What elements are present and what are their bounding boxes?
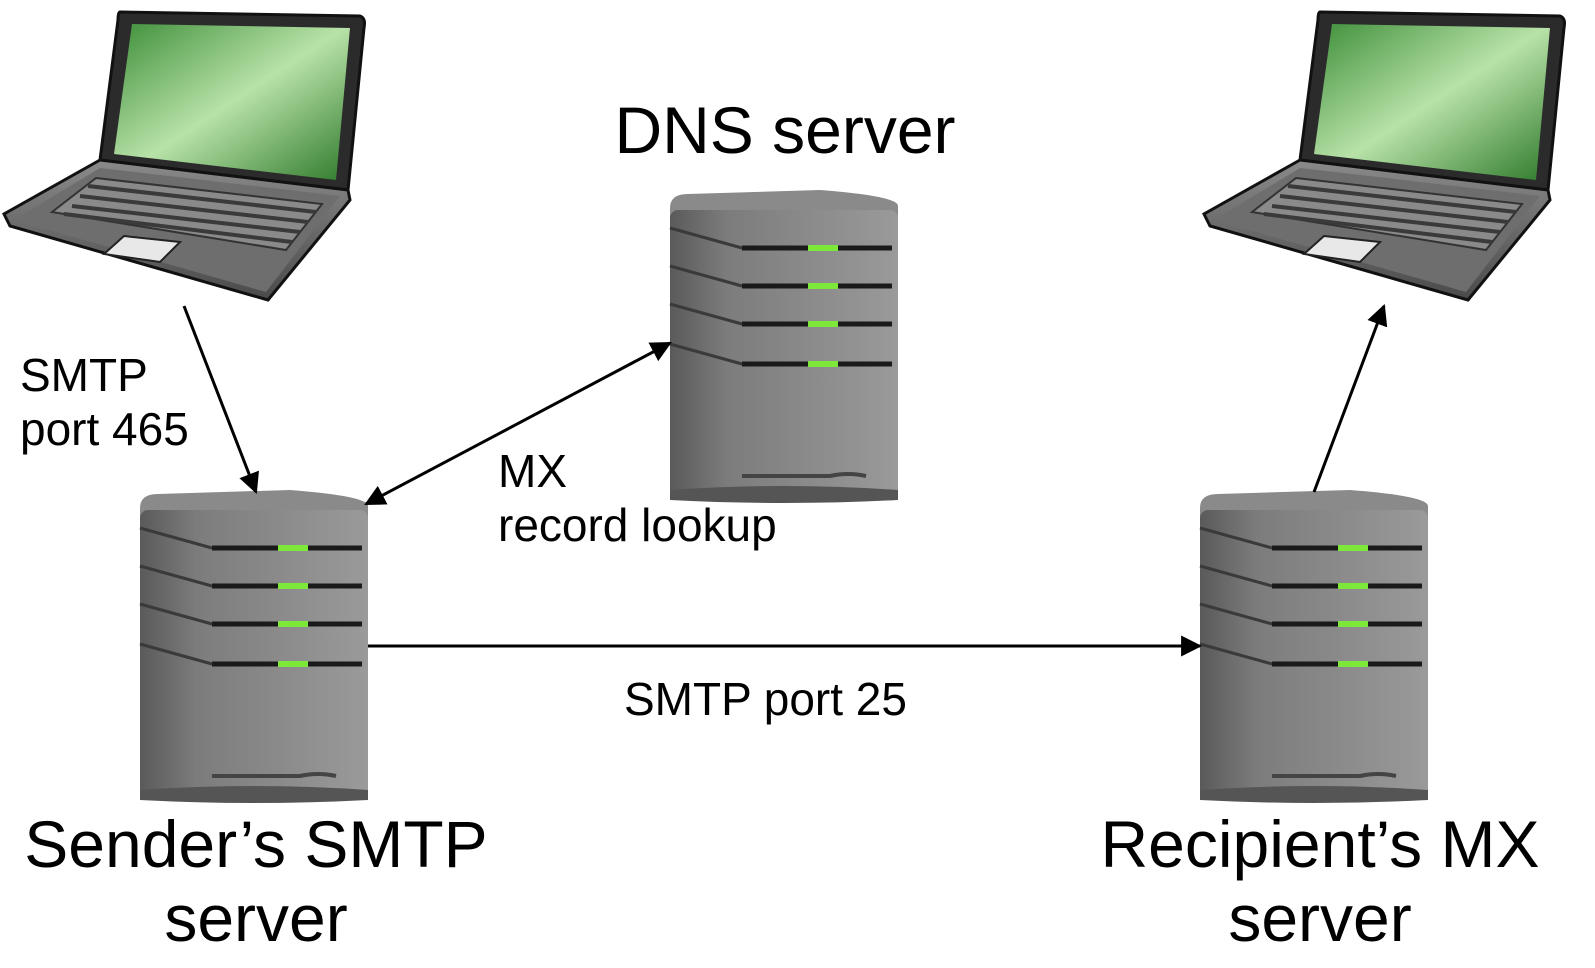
recipient-server-icon [1200,490,1428,803]
arrow-mx-lookup [364,341,672,506]
dns-server-label: DNS server [614,93,956,167]
sender-server-label: Sender’s SMTP server [24,807,488,955]
recipient-server-label: Recipient’s MX server [1100,807,1540,955]
smtp-465-label: SMTP port 465 [20,349,189,456]
recipient-laptop-icon [1202,10,1567,302]
sender-server-icon [140,490,368,803]
smtp-25-label: SMTP port 25 [624,673,907,725]
sender-laptop-icon [2,10,367,302]
arrow-sender-to-smtp [182,305,259,494]
mx-lookup-label: MX record lookup [498,445,777,552]
arrow-to-recipient [1312,304,1388,493]
